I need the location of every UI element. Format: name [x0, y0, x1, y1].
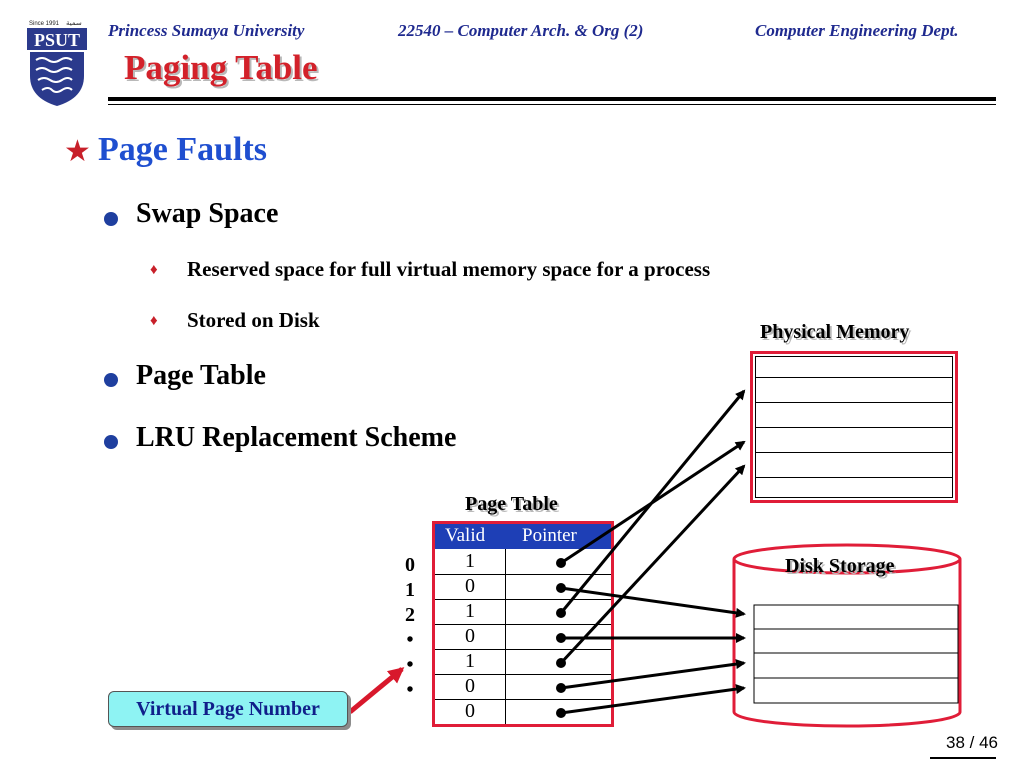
header-rule	[108, 97, 996, 101]
valid-bit: 0	[465, 700, 475, 722]
bullet-lru: LRU Replacement Scheme	[136, 422, 457, 453]
page-table-label: Page Table	[465, 493, 558, 515]
virtual-page-number-box: Virtual Page Number	[108, 691, 348, 727]
page-number-underline	[930, 757, 996, 759]
physical-memory-label: Physical Memory	[760, 321, 910, 343]
logo-since-text: Since 1991	[29, 21, 60, 27]
bullet-page-table: Page Table	[136, 360, 266, 391]
page-table-box	[432, 521, 614, 727]
header-rule-thin	[108, 104, 996, 105]
department-name: Computer Engineering Dept.	[755, 21, 959, 40]
row-index: •	[406, 654, 414, 676]
star-icon: ★	[64, 135, 91, 168]
row-index: 0	[405, 554, 415, 576]
physical-memory-frames	[755, 356, 953, 498]
logo-arabic-text: سمية	[66, 19, 82, 27]
valid-bit: 1	[465, 650, 475, 672]
university-name: Princess Sumaya University	[108, 21, 305, 40]
section-heading: Page Faults	[98, 131, 268, 168]
row-index: •	[406, 629, 414, 651]
page-table-header: Valid Pointer	[435, 524, 611, 549]
bullet-dot-icon	[104, 212, 118, 226]
logo-letters: PSUT	[34, 30, 80, 50]
row-index: 2	[405, 604, 415, 626]
arrow-row6-to-disk	[560, 684, 746, 715]
valid-bit: 0	[465, 575, 475, 597]
valid-bit: 1	[465, 600, 475, 622]
valid-header: Valid	[445, 525, 486, 546]
valid-bit: 1	[465, 550, 475, 572]
row-index: •	[406, 679, 414, 701]
arrow-row5-to-disk	[560, 659, 746, 690]
pointer-header: Pointer	[522, 525, 577, 546]
bullet-stored-on-disk: Stored on Disk	[187, 308, 320, 332]
bullet-dot-icon	[104, 373, 118, 387]
diamond-bullet-icon: ♦	[150, 313, 158, 329]
row-index: 1	[405, 579, 415, 601]
arrow-row1-to-disk	[560, 586, 746, 618]
course-name: 22540 – Computer Arch. & Org (2)	[398, 21, 644, 40]
slide-title: Paging Table	[124, 48, 318, 87]
disk-storage-label: Disk Storage	[785, 555, 895, 577]
page-number: 38 / 46	[946, 733, 998, 752]
bullet-dot-icon	[104, 435, 118, 449]
diamond-bullet-icon: ♦	[150, 262, 158, 278]
bullet-reserved-space: Reserved space for full virtual memory s…	[187, 257, 711, 281]
bullet-swap-space: Swap Space	[136, 198, 279, 229]
arrow-row4-to-memory	[559, 464, 746, 665]
vpn-arrow	[348, 667, 405, 714]
arrow-row2-to-memory	[559, 389, 746, 614]
valid-bit: 0	[465, 675, 475, 697]
valid-bit: 0	[465, 625, 475, 647]
psut-logo: Since 1991 سمية PSUT	[26, 18, 88, 106]
physical-memory-box	[750, 351, 958, 503]
